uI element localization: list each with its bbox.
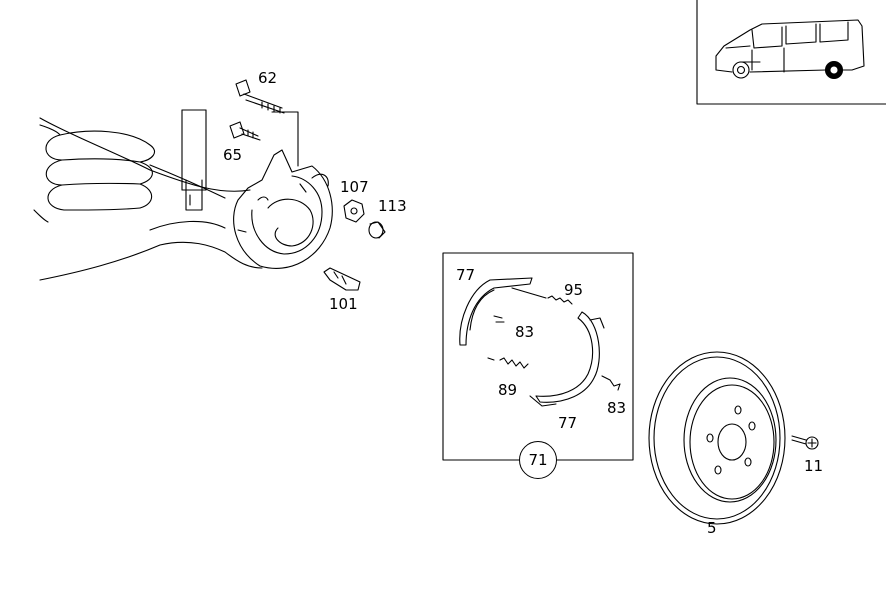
callout-62: 62 xyxy=(258,69,278,87)
brake-disc-5 xyxy=(649,352,785,524)
callout-77-upper: 77 xyxy=(456,266,476,284)
callout-11: 11 xyxy=(804,457,824,475)
callout-107: 107 xyxy=(340,178,369,196)
brake-shoe-kit-box xyxy=(443,253,633,460)
van-locator-icon xyxy=(716,20,864,79)
callout-89: 89 xyxy=(498,381,518,399)
sleeve-113 xyxy=(369,222,385,238)
vehicle-locator-inset xyxy=(697,0,886,104)
screw-11 xyxy=(792,436,818,449)
callout-77-lower: 77 xyxy=(558,414,578,432)
adjuster-101 xyxy=(324,268,360,290)
callout-65: 65 xyxy=(223,146,243,164)
rear-axle-assembly xyxy=(34,110,332,280)
callout-83-lower: 83 xyxy=(607,399,627,417)
callout-101: 101 xyxy=(329,295,358,313)
nut-107 xyxy=(344,200,364,222)
bolt-62 xyxy=(236,80,284,113)
callout-5: 5 xyxy=(707,519,717,537)
callout-113: 113 xyxy=(378,197,407,215)
callout-83-upper: 83 xyxy=(515,323,535,341)
callout-71-circle: 71 xyxy=(519,441,557,479)
bolt-65 xyxy=(230,122,260,140)
callout-95: 95 xyxy=(564,281,584,299)
